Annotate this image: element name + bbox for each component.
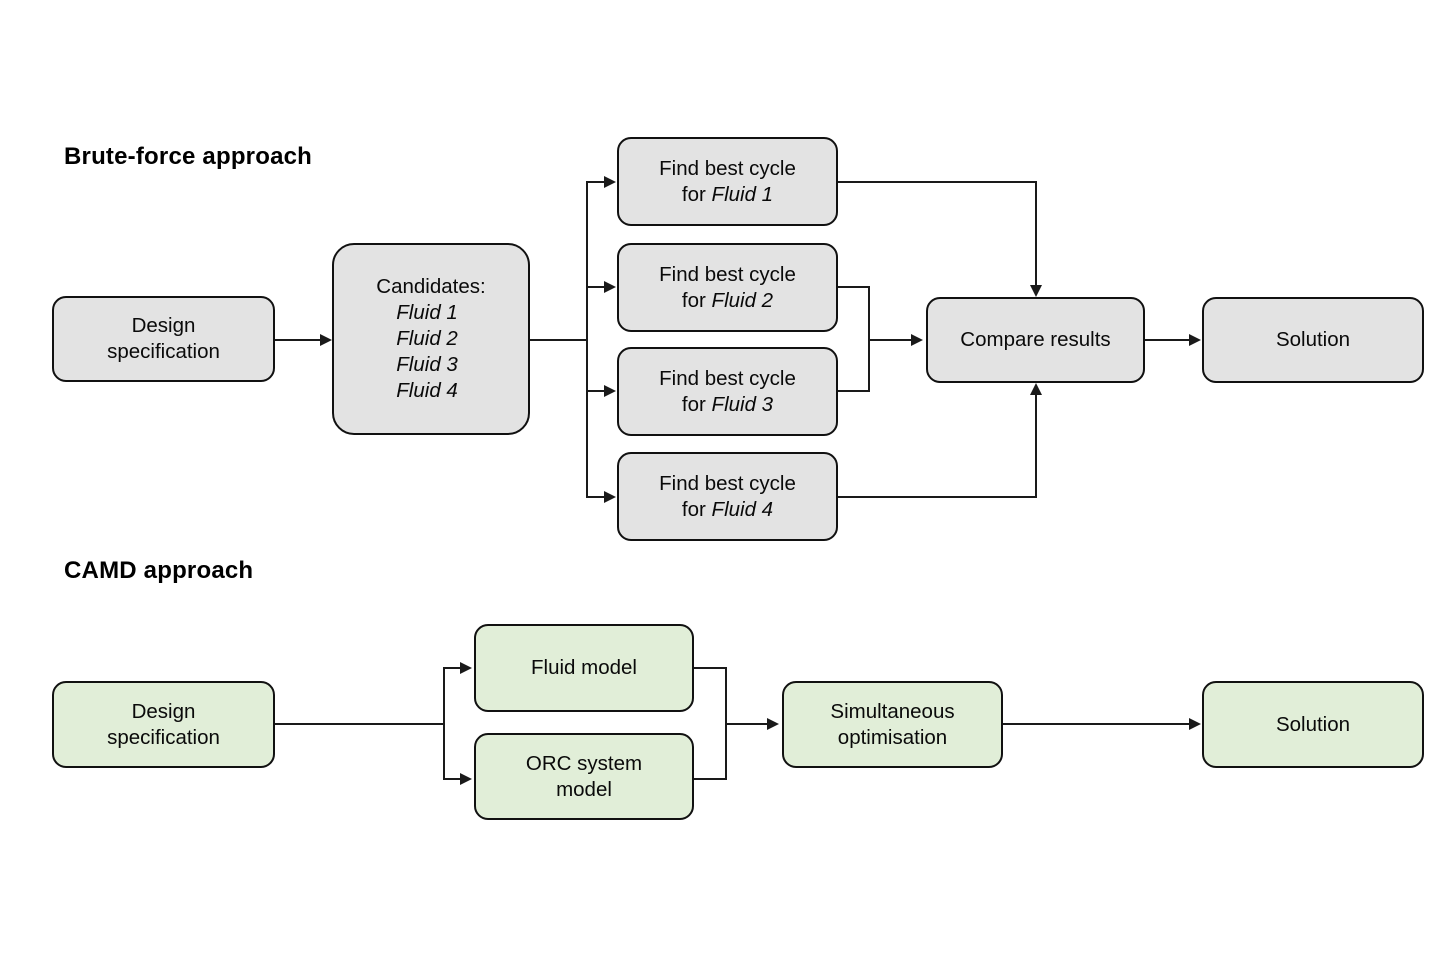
find-best-cycle-line1-4: Find best cycle (659, 471, 796, 495)
candidate-fluid-1: Fluid 1 (396, 301, 458, 324)
camd-solution-box[interactable]: Solution (1202, 681, 1424, 768)
orc-system-model-label: ORC system model (525, 751, 643, 801)
connector-orc-model-merge-h (694, 778, 727, 780)
arrowhead-fluid23-into-compare-left (911, 333, 923, 346)
find-best-cycle-box-1[interactable]: Find best cycle for Fluid 1 (617, 137, 838, 226)
brute-solution-label: Solution (1275, 328, 1351, 351)
arrowhead-fluid1-into-compare-top (1029, 285, 1042, 297)
connector-camd-branch-orc-model (443, 778, 461, 780)
find-best-cycle-box-2[interactable]: Find best cycle for Fluid 2 (617, 243, 838, 332)
connector-branch-fluid-4 (586, 496, 605, 498)
simultaneous-optimisation-label: Simultaneous optimisation (830, 699, 955, 749)
connector-branch-fluid-2 (586, 286, 605, 288)
camd-solution-label: Solution (1275, 712, 1351, 736)
find-best-cycle-fluid-3: Fluid 3 (711, 392, 774, 416)
connector-fluid2-merge-h (838, 286, 870, 288)
arrowhead-simultaneous-to-solution (1189, 717, 1201, 730)
candidate-fluid-4: Fluid 4 (396, 379, 458, 402)
arrowhead-branch-fluid-2 (604, 280, 616, 293)
brute-design-specification-box[interactable]: Design specification (52, 296, 275, 382)
simultaneous-optimisation-box[interactable]: Simultaneous optimisation (782, 681, 1003, 768)
brute-design-specification-label: Design specification (107, 314, 220, 363)
arrowhead-fluid4-into-compare-bottom (1029, 383, 1042, 395)
arrowhead-design-to-candidates (320, 333, 332, 346)
arrowhead-branch-fluid-3 (604, 384, 616, 397)
connector-simultaneous-to-solution (1003, 723, 1190, 725)
connector-branch-fluid-1 (586, 181, 605, 183)
brute-solution-box[interactable]: Solution (1202, 297, 1424, 383)
connector-camd-design-to-split (275, 723, 445, 725)
camd-design-specification-label: Design specification (107, 699, 220, 749)
candidate-fluid-3: Fluid 3 (396, 353, 458, 376)
find-best-cycle-box-4[interactable]: Find best cycle for Fluid 4 (617, 452, 838, 541)
candidates-heading: Candidates: (376, 275, 486, 298)
compare-results-label: Compare results (960, 328, 1111, 351)
connector-compare-to-solution (1145, 339, 1190, 341)
arrowhead-camd-branch-orc-model (460, 772, 472, 785)
connector-fluid3-merge-h (838, 390, 870, 392)
connector-fluid4-to-compare-h (838, 496, 1037, 498)
connector-fluid23-to-compare-h (868, 339, 912, 341)
find-best-cycle-fluid-2: Fluid 2 (711, 288, 774, 312)
orc-system-model-box[interactable]: ORC system model (474, 733, 694, 820)
connector-fluid-model-merge-h (694, 667, 727, 669)
connector-fluid4-to-compare-v (1035, 395, 1037, 498)
arrowhead-camd-merge-to-simultaneous (767, 717, 779, 730)
find-best-cycle-fluid-4: Fluid 4 (711, 497, 774, 521)
connector-camd-branch-fluid-model (443, 667, 461, 669)
camd-design-specification-box[interactable]: Design specification (52, 681, 275, 768)
find-best-cycle-prefix-4: for (681, 497, 712, 521)
connector-candidates-fanout-trunk (586, 182, 588, 498)
find-best-cycle-fluid-1: Fluid 1 (711, 182, 774, 206)
section-title-brute-force: Brute-force approach (64, 143, 313, 170)
find-best-cycle-prefix-2: for (681, 288, 712, 312)
connector-camd-merge-to-simultaneous (725, 723, 768, 725)
find-best-cycle-line1-3: Find best cycle (659, 366, 796, 390)
connector-camd-split-trunk (443, 667, 445, 779)
connector-branch-fluid-3 (586, 390, 605, 392)
connector-fluid1-to-compare-v (1035, 181, 1037, 285)
find-best-cycle-box-3[interactable]: Find best cycle for Fluid 3 (617, 347, 838, 436)
connector-fluid23-merge-v (868, 286, 870, 391)
candidates-box[interactable]: Candidates: Fluid 1 Fluid 2 Fluid 3 Flui… (332, 243, 530, 435)
find-best-cycle-line1-1: Find best cycle (659, 156, 796, 180)
fluid-model-label: Fluid model (531, 656, 637, 679)
find-best-cycle-line1-2: Find best cycle (659, 262, 796, 286)
section-title-camd: CAMD approach (64, 557, 254, 584)
compare-results-box[interactable]: Compare results (926, 297, 1145, 383)
arrowhead-branch-fluid-4 (604, 490, 616, 503)
arrowhead-camd-branch-fluid-model (460, 661, 472, 674)
candidate-fluid-2: Fluid 2 (396, 327, 458, 350)
arrowhead-compare-to-solution (1189, 333, 1201, 346)
connector-candidates-trunk-stub (530, 339, 588, 341)
fluid-model-box[interactable]: Fluid model (474, 624, 694, 712)
connector-design-to-candidates (275, 339, 320, 341)
arrowhead-branch-fluid-1 (604, 175, 616, 188)
connector-fluid1-to-compare-h (838, 181, 1037, 183)
find-best-cycle-prefix-3: for (681, 392, 712, 416)
find-best-cycle-prefix-1: for (681, 182, 712, 206)
